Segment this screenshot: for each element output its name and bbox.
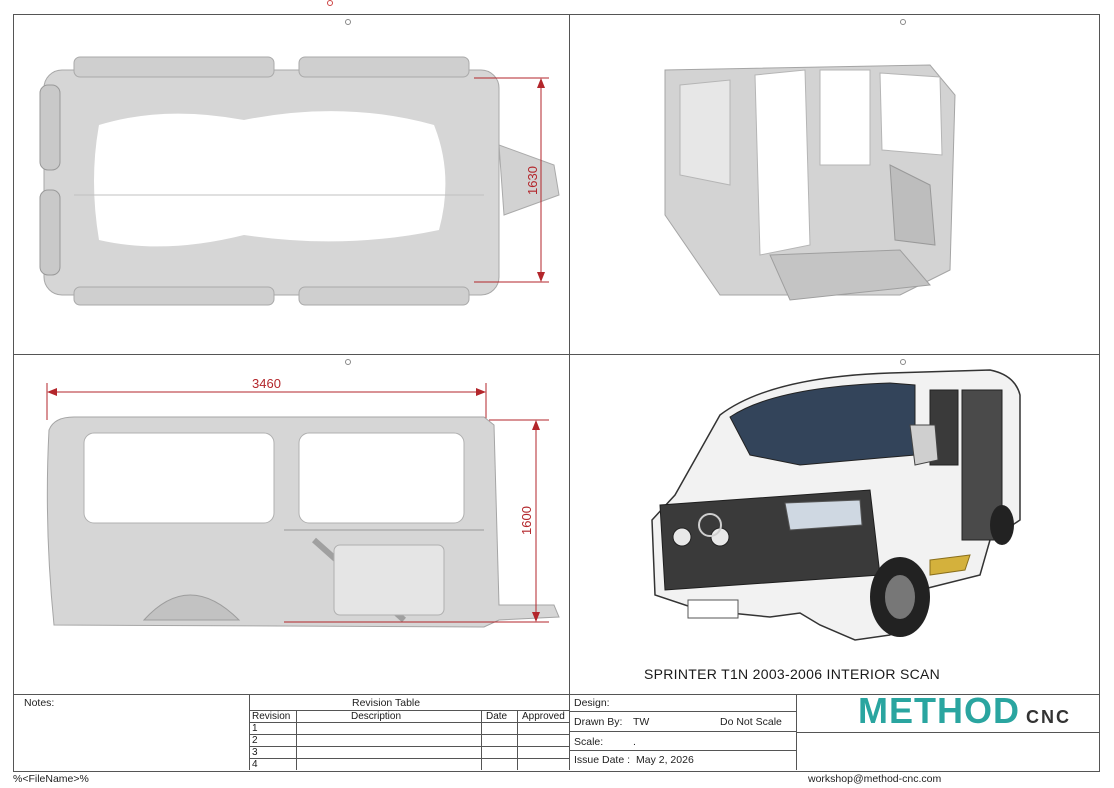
van-body <box>651 369 1021 641</box>
brand-logo-main: METHOD <box>858 690 1020 731</box>
design-label: Design: <box>574 697 610 709</box>
titleblock-top-line <box>13 694 1099 695</box>
notes-label: Notes: <box>24 697 55 709</box>
marker-dot <box>345 359 351 365</box>
top-view-scan <box>39 56 560 306</box>
dimension-side-height: 1600 <box>284 419 549 623</box>
rev-header-revision: Revision <box>252 711 291 722</box>
marker-dot <box>900 359 906 365</box>
side-view: 3460 1600 <box>46 376 560 628</box>
brand-logo-sub: CNC <box>1026 707 1071 727</box>
dimension-side-length: 3460 <box>46 376 487 420</box>
dimension-label-side-length: 3460 <box>252 376 281 391</box>
tb-divider <box>249 694 250 770</box>
revision-table: Revision Description Date Approved 1 2 3… <box>249 710 569 770</box>
drawn-by-value: TW <box>633 716 650 728</box>
dimension-label-side-height: 1600 <box>519 506 534 535</box>
issue-date-value: May 2, 2026 <box>636 754 694 766</box>
drawing-frame <box>13 14 1100 772</box>
revision-table-label: Revision Table <box>352 697 421 709</box>
contact-email: workshop@method-cnc.com <box>808 773 942 785</box>
isometric-scan <box>664 64 956 301</box>
top-view: 1630 <box>39 56 560 306</box>
isometric-view <box>664 64 956 301</box>
rev-header-approved: Approved <box>522 711 565 722</box>
rev-row-number: 1 <box>252 723 258 734</box>
do-not-scale-note: Do Not Scale <box>720 716 782 728</box>
drawing-title: SPRINTER T1N 2003-2006 INTERIOR SCAN <box>644 666 941 682</box>
drawn-by-label: Drawn By: <box>574 716 623 728</box>
filename-field: %<FileName>% <box>13 773 89 785</box>
scale-label: Scale: <box>574 736 604 748</box>
brand-logo: METHOD CNC <box>858 690 1071 732</box>
scale-value: . <box>633 736 636 748</box>
issue-date-label: Issue Date : <box>574 754 631 766</box>
dimension-label-top-width: 1630 <box>525 166 540 195</box>
horizontal-divider <box>13 354 1099 355</box>
rev-header-date: Date <box>486 711 508 722</box>
dimension-top-width: 1630 <box>474 77 549 283</box>
marker-dot <box>327 0 333 6</box>
rev-row-number: 4 <box>252 759 258 770</box>
marker-dot <box>900 19 906 25</box>
rev-header-description: Description <box>351 711 402 722</box>
van-illustration <box>651 369 1021 641</box>
marker-dot <box>345 19 351 25</box>
tb-divider <box>569 694 570 770</box>
side-view-scan <box>46 416 560 628</box>
rev-row-number: 2 <box>252 735 258 746</box>
rev-row-number: 3 <box>252 747 258 758</box>
